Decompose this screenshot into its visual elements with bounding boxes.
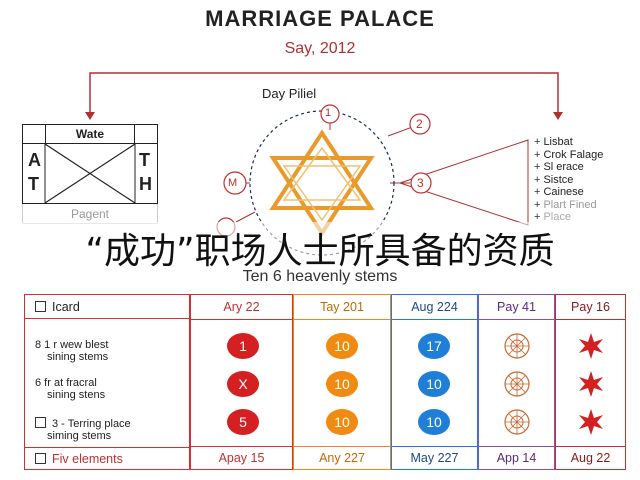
stem-column-1: Ary 22 1 X 5 Apay 15: [190, 294, 293, 470]
connector-left: [89, 72, 559, 115]
marker-3-label: 3: [417, 176, 424, 190]
pillar-box-footer: Pagent: [22, 204, 158, 224]
stem-badge: 17: [418, 333, 450, 359]
stem-column-5: Pay 16 Aug 22: [555, 294, 626, 470]
pillar-box-body: A T T H: [22, 144, 158, 204]
pillar-letter-bl: T: [28, 174, 39, 194]
list-item: +Place: [534, 211, 571, 223]
stem-badge: 5: [227, 409, 259, 435]
starburst-icon: [579, 409, 603, 435]
page-subtitle: Say, 2012: [284, 40, 356, 57]
arrow-right-icon: [553, 112, 563, 120]
column-header: Tay 201: [294, 295, 390, 320]
stem-badge: 10: [418, 371, 450, 397]
starburst-icon: [579, 333, 603, 359]
cross-icon: [44, 144, 136, 203]
pillar-letter-tl: A: [28, 150, 41, 170]
pillar-box-header: Wate: [22, 124, 158, 144]
column-footer: App 14: [479, 446, 554, 469]
list-item: +Lisbat: [534, 136, 573, 148]
column-footer: Aug 22: [556, 446, 625, 469]
pillar-letter-tr: T: [139, 150, 150, 170]
branch-list: +Lisbat +Crok Falage +Sl erace +Sistce +…: [534, 136, 603, 224]
stem-badge: 10: [326, 409, 358, 435]
connector-wedge: [399, 139, 529, 226]
page-title: MARRIAGE PALACE: [205, 6, 435, 31]
diagram-graphics: [85, 72, 563, 256]
pillar-box-header-label: Wate: [46, 125, 135, 143]
flower-ornament-icon: [504, 333, 530, 359]
marker-m: [223, 171, 247, 195]
column-header: Aug 224: [392, 295, 477, 320]
stem-column-3: Aug 224 17 10 10 May 227: [391, 294, 478, 470]
label-column: Icard 8 1 r wew blest sining stems 6 fr …: [24, 294, 190, 470]
list-item: +Cainese: [534, 186, 584, 198]
checkbox-icon: [35, 417, 46, 428]
marker-2: [409, 113, 431, 135]
marker-1: [320, 104, 340, 124]
checkbox-icon: [35, 301, 46, 312]
overlay-caption: “成功”职场人士所具备的资质: [0, 222, 640, 274]
list-item: +Plart Fined: [534, 198, 597, 211]
stem-badge: 10: [418, 409, 450, 435]
marker-m-label: M: [228, 177, 238, 189]
table-row-label: 3 - Terring place siming stems: [35, 417, 131, 442]
stem-column-4: Pay 41 App 14: [478, 294, 555, 470]
table-row-label: 8 1 r wew blest sining stems: [35, 339, 109, 363]
marker-2-label: 2: [416, 117, 423, 131]
pillar-box: Wate A T T H Pagent: [22, 124, 158, 224]
marker-1-label: 1: [325, 107, 332, 119]
marker-3: [410, 172, 432, 194]
stem-badge: 10: [326, 371, 358, 397]
label-column-header: Icard: [25, 295, 189, 319]
list-item: +Sl erace: [534, 161, 584, 173]
connector-marker-extra: [235, 211, 256, 223]
stem-badge: 1: [227, 333, 259, 359]
row-dividers: [189, 318, 191, 448]
flower-ornament-icon: [504, 409, 530, 435]
starburst-icon: [579, 371, 603, 397]
table-row-label: 6 fr at fracral sining stens: [35, 377, 106, 401]
stems-table: Icard 8 1 r wew blest sining stems 6 fr …: [24, 294, 626, 470]
column-footer: May 227: [392, 446, 477, 469]
column-header: Pay 16: [556, 295, 625, 320]
column-header: Pay 41: [479, 295, 554, 320]
list-item: +Sistce: [534, 173, 574, 186]
column-footer: Apay 15: [191, 446, 292, 469]
stem-badge: 10: [326, 333, 358, 359]
pillar-letter-br: H: [139, 174, 152, 194]
checkbox-icon: [35, 453, 46, 464]
stem-column-2: Tay 201 10 10 10 Any 227: [293, 294, 391, 470]
arrow-left-icon: [85, 112, 95, 120]
label-column-footer: Fiv elements: [25, 447, 189, 469]
list-item: +Crok Falage: [534, 148, 604, 161]
day-pillar-label: Day Piliel: [262, 86, 317, 101]
stems-caption: Ten 6 heavenly stems: [242, 268, 398, 285]
stem-badge: X: [227, 371, 259, 397]
column-footer: Any 227: [294, 446, 390, 469]
star-icon: [269, 129, 375, 237]
column-header: Ary 22: [191, 295, 292, 320]
flower-ornament-icon: [504, 371, 530, 397]
